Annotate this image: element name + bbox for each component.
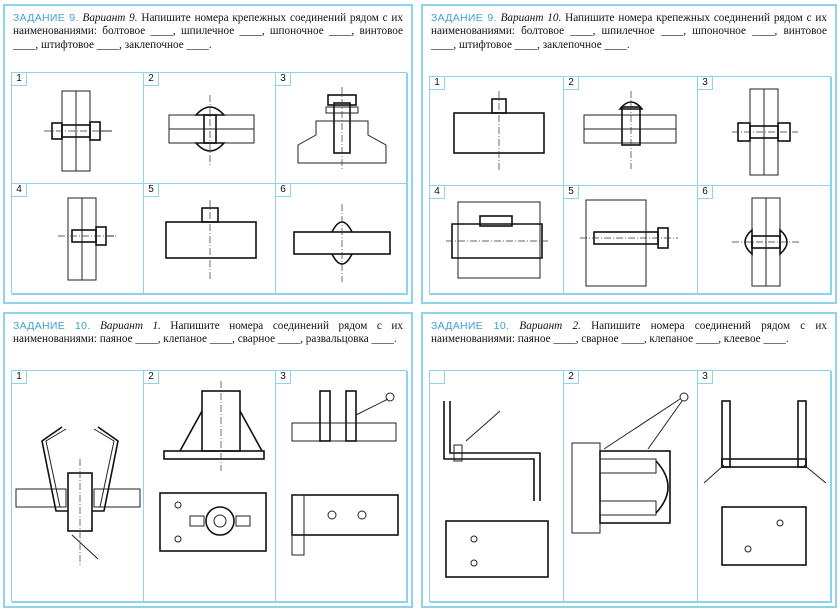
- rivet-joint-drawing: [732, 197, 800, 287]
- task-text: ЗАДАНИЕ 9. Вариант 10. Напишите номера к…: [431, 12, 827, 52]
- key-joint-drawing: [293, 204, 391, 282]
- task-number: ЗАДАНИЕ 10.: [13, 320, 91, 332]
- drawing-cell-1: 1: [430, 77, 564, 186]
- drawing-cell-3: 3: [698, 371, 832, 603]
- soldered-joint-drawing: [291, 390, 399, 556]
- drawing-cell-2: 2: [144, 73, 276, 184]
- cell-number: 4: [430, 186, 445, 199]
- variant-label: Вариант 1.: [100, 320, 161, 332]
- cell-number: 5: [144, 184, 159, 197]
- task-text: ЗАДАНИЕ 10. Вариант 2. Напишите номера с…: [431, 320, 827, 347]
- drawing-cell-4: 4: [430, 186, 564, 295]
- flared-joint-drawing: [15, 426, 141, 567]
- cell-number: 4: [12, 184, 27, 197]
- welded-joint-drawing: [159, 381, 267, 552]
- drawing-cell-5: 5: [564, 186, 698, 295]
- panel-task9-variant10: ЗАДАНИЕ 9. Вариант 10. Напишите номера к…: [421, 4, 837, 304]
- task-instructions: Напишите номера соединений рядом с их на…: [13, 320, 404, 346]
- task-instructions: Напишите номера крепежных соединений ряд…: [431, 12, 828, 51]
- cell-number: 5: [564, 186, 579, 199]
- cell-number: 3: [698, 77, 713, 90]
- variant-label: Вариант 2.: [519, 320, 581, 332]
- cell-number: [430, 371, 445, 384]
- task-number: ЗАДАНИЕ 10.: [431, 320, 510, 332]
- drawing-cell-6: 6: [276, 184, 408, 295]
- bolt-joint-drawing: [732, 88, 798, 176]
- task-text: ЗАДАНИЕ 10. Вариант 1. Напишите номера с…: [13, 320, 403, 347]
- variant-label: Вариант 10.: [500, 12, 562, 24]
- drawing-cell-5: 5: [144, 184, 276, 295]
- panel-task10-variant2: ЗАДАНИЕ 10. Вариант 2. Напишите номера с…: [421, 312, 837, 608]
- drawing-cell-4: 4: [12, 184, 144, 295]
- drawing-cell-2: 2: [564, 371, 698, 603]
- drawing-cell-1: [430, 371, 564, 603]
- cell-number: 1: [12, 73, 27, 86]
- task-text: ЗАДАНИЕ 9. Вариант 9. Напишите номера кр…: [13, 12, 403, 52]
- cell-number: 1: [12, 371, 27, 384]
- bolt-joint-drawing: [44, 90, 112, 172]
- drawing-cell-6: 6: [698, 186, 832, 295]
- variant-label: Вариант 9.: [82, 12, 138, 24]
- screw-joint-drawing: [58, 197, 116, 281]
- cell-number: 2: [564, 371, 579, 384]
- cell-number: 2: [144, 73, 159, 86]
- drawing-cell-2: 2: [564, 77, 698, 186]
- task-number: ЗАДАНИЕ 9.: [431, 12, 497, 24]
- screw-joint-drawing: [583, 91, 677, 169]
- cell-number: 3: [698, 371, 713, 384]
- glued-bracket-drawing: [703, 400, 827, 566]
- task-number: ЗАДАНИЕ 9.: [13, 12, 79, 24]
- key-joint-drawing: [446, 201, 548, 279]
- cell-number: 3: [276, 73, 291, 86]
- stud-joint-drawing: [580, 199, 678, 287]
- pin-joint-drawing: [165, 200, 257, 280]
- stud-joint-drawing: [297, 87, 387, 169]
- drawing-cell-1: 1: [12, 73, 144, 184]
- drawing-grid: 1 2: [11, 370, 408, 603]
- drawing-cell-3: 3: [698, 77, 832, 186]
- drawing-cell-1: 1: [12, 371, 144, 603]
- welded-pipe-drawing: [571, 392, 689, 534]
- panel-task10-variant1: ЗАДАНИЕ 10. Вариант 1. Напишите номера с…: [3, 312, 413, 608]
- cell-number: 6: [276, 184, 291, 197]
- drawing-grid: 2 3: [429, 370, 832, 603]
- cell-number: 6: [698, 186, 713, 199]
- cell-number: 3: [276, 371, 291, 384]
- cell-number: 2: [564, 77, 579, 90]
- task-instructions: Напишите номера крепежных соединений ряд…: [13, 12, 404, 51]
- cell-number: 2: [144, 371, 159, 384]
- drawing-cell-3: 3: [276, 371, 408, 603]
- drawing-cell-3: 3: [276, 73, 408, 184]
- cell-number: 1: [430, 77, 445, 90]
- panel-task9-variant9: ЗАДАНИЕ 9. Вариант 9. Напишите номера кр…: [3, 4, 413, 304]
- drawing-cell-2: 2: [144, 371, 276, 603]
- drawing-grid: 1 2 3: [429, 76, 832, 295]
- pin-joint-drawing: [453, 91, 545, 171]
- riveted-angle-drawing: [443, 401, 549, 578]
- drawing-grid: 1 2 3: [11, 72, 408, 295]
- rivet-joint-drawing: [168, 95, 255, 165]
- task-instructions: Напишите номера соединений рядом с их на…: [431, 320, 827, 346]
